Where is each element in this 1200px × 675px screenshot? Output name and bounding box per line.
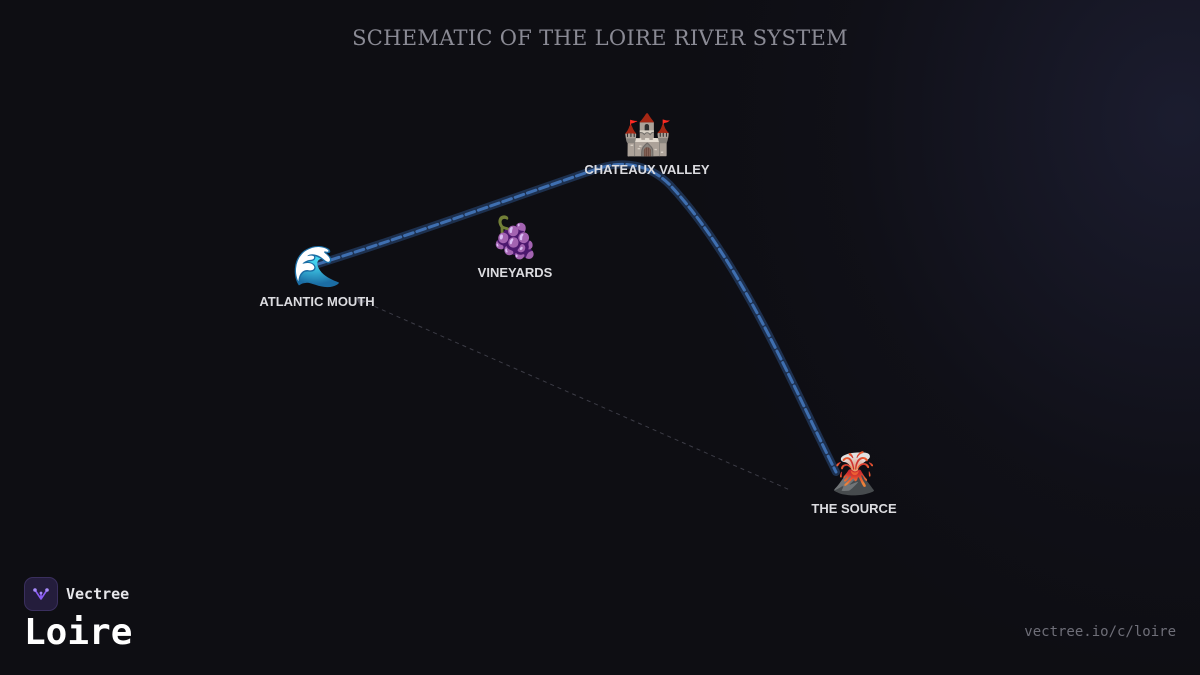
node-vineyards[interactable]: 🍇 VINEYARDS	[478, 215, 553, 280]
water-wave-icon: 🌊	[292, 244, 342, 290]
brand-name: Vectree	[66, 585, 130, 603]
brand[interactable]: Vectree	[24, 577, 129, 611]
volcano-icon: 🌋	[829, 451, 879, 497]
grapes-icon: 🍇	[490, 215, 540, 261]
node-label: THE SOURCE	[811, 501, 897, 516]
node-label: VINEYARDS	[477, 265, 553, 280]
page-title: Loire	[24, 612, 133, 653]
node-atlantic-mouth[interactable]: 🌊 ATLANTIC MOUTH	[259, 244, 374, 309]
page-url[interactable]: vectree.io/c/loire	[1024, 624, 1176, 640]
castle-icon: 🏰	[622, 112, 672, 158]
diagram-title: SCHEMATIC OF THE LOIRE RIVER SYSTEM	[352, 26, 848, 50]
direction-arrow-icon	[356, 298, 366, 305]
straight-distance-line	[359, 299, 791, 491]
node-the-source[interactable]: 🌋 THE SOURCE	[811, 451, 896, 516]
vectree-logo-icon	[24, 577, 58, 611]
node-chateaux-valley[interactable]: 🏰 CHATEAUX VALLEY	[584, 112, 709, 177]
node-label: CHATEAUX VALLEY	[584, 162, 710, 177]
node-label: ATLANTIC MOUTH	[259, 294, 375, 309]
river-path	[316, 162, 838, 474]
